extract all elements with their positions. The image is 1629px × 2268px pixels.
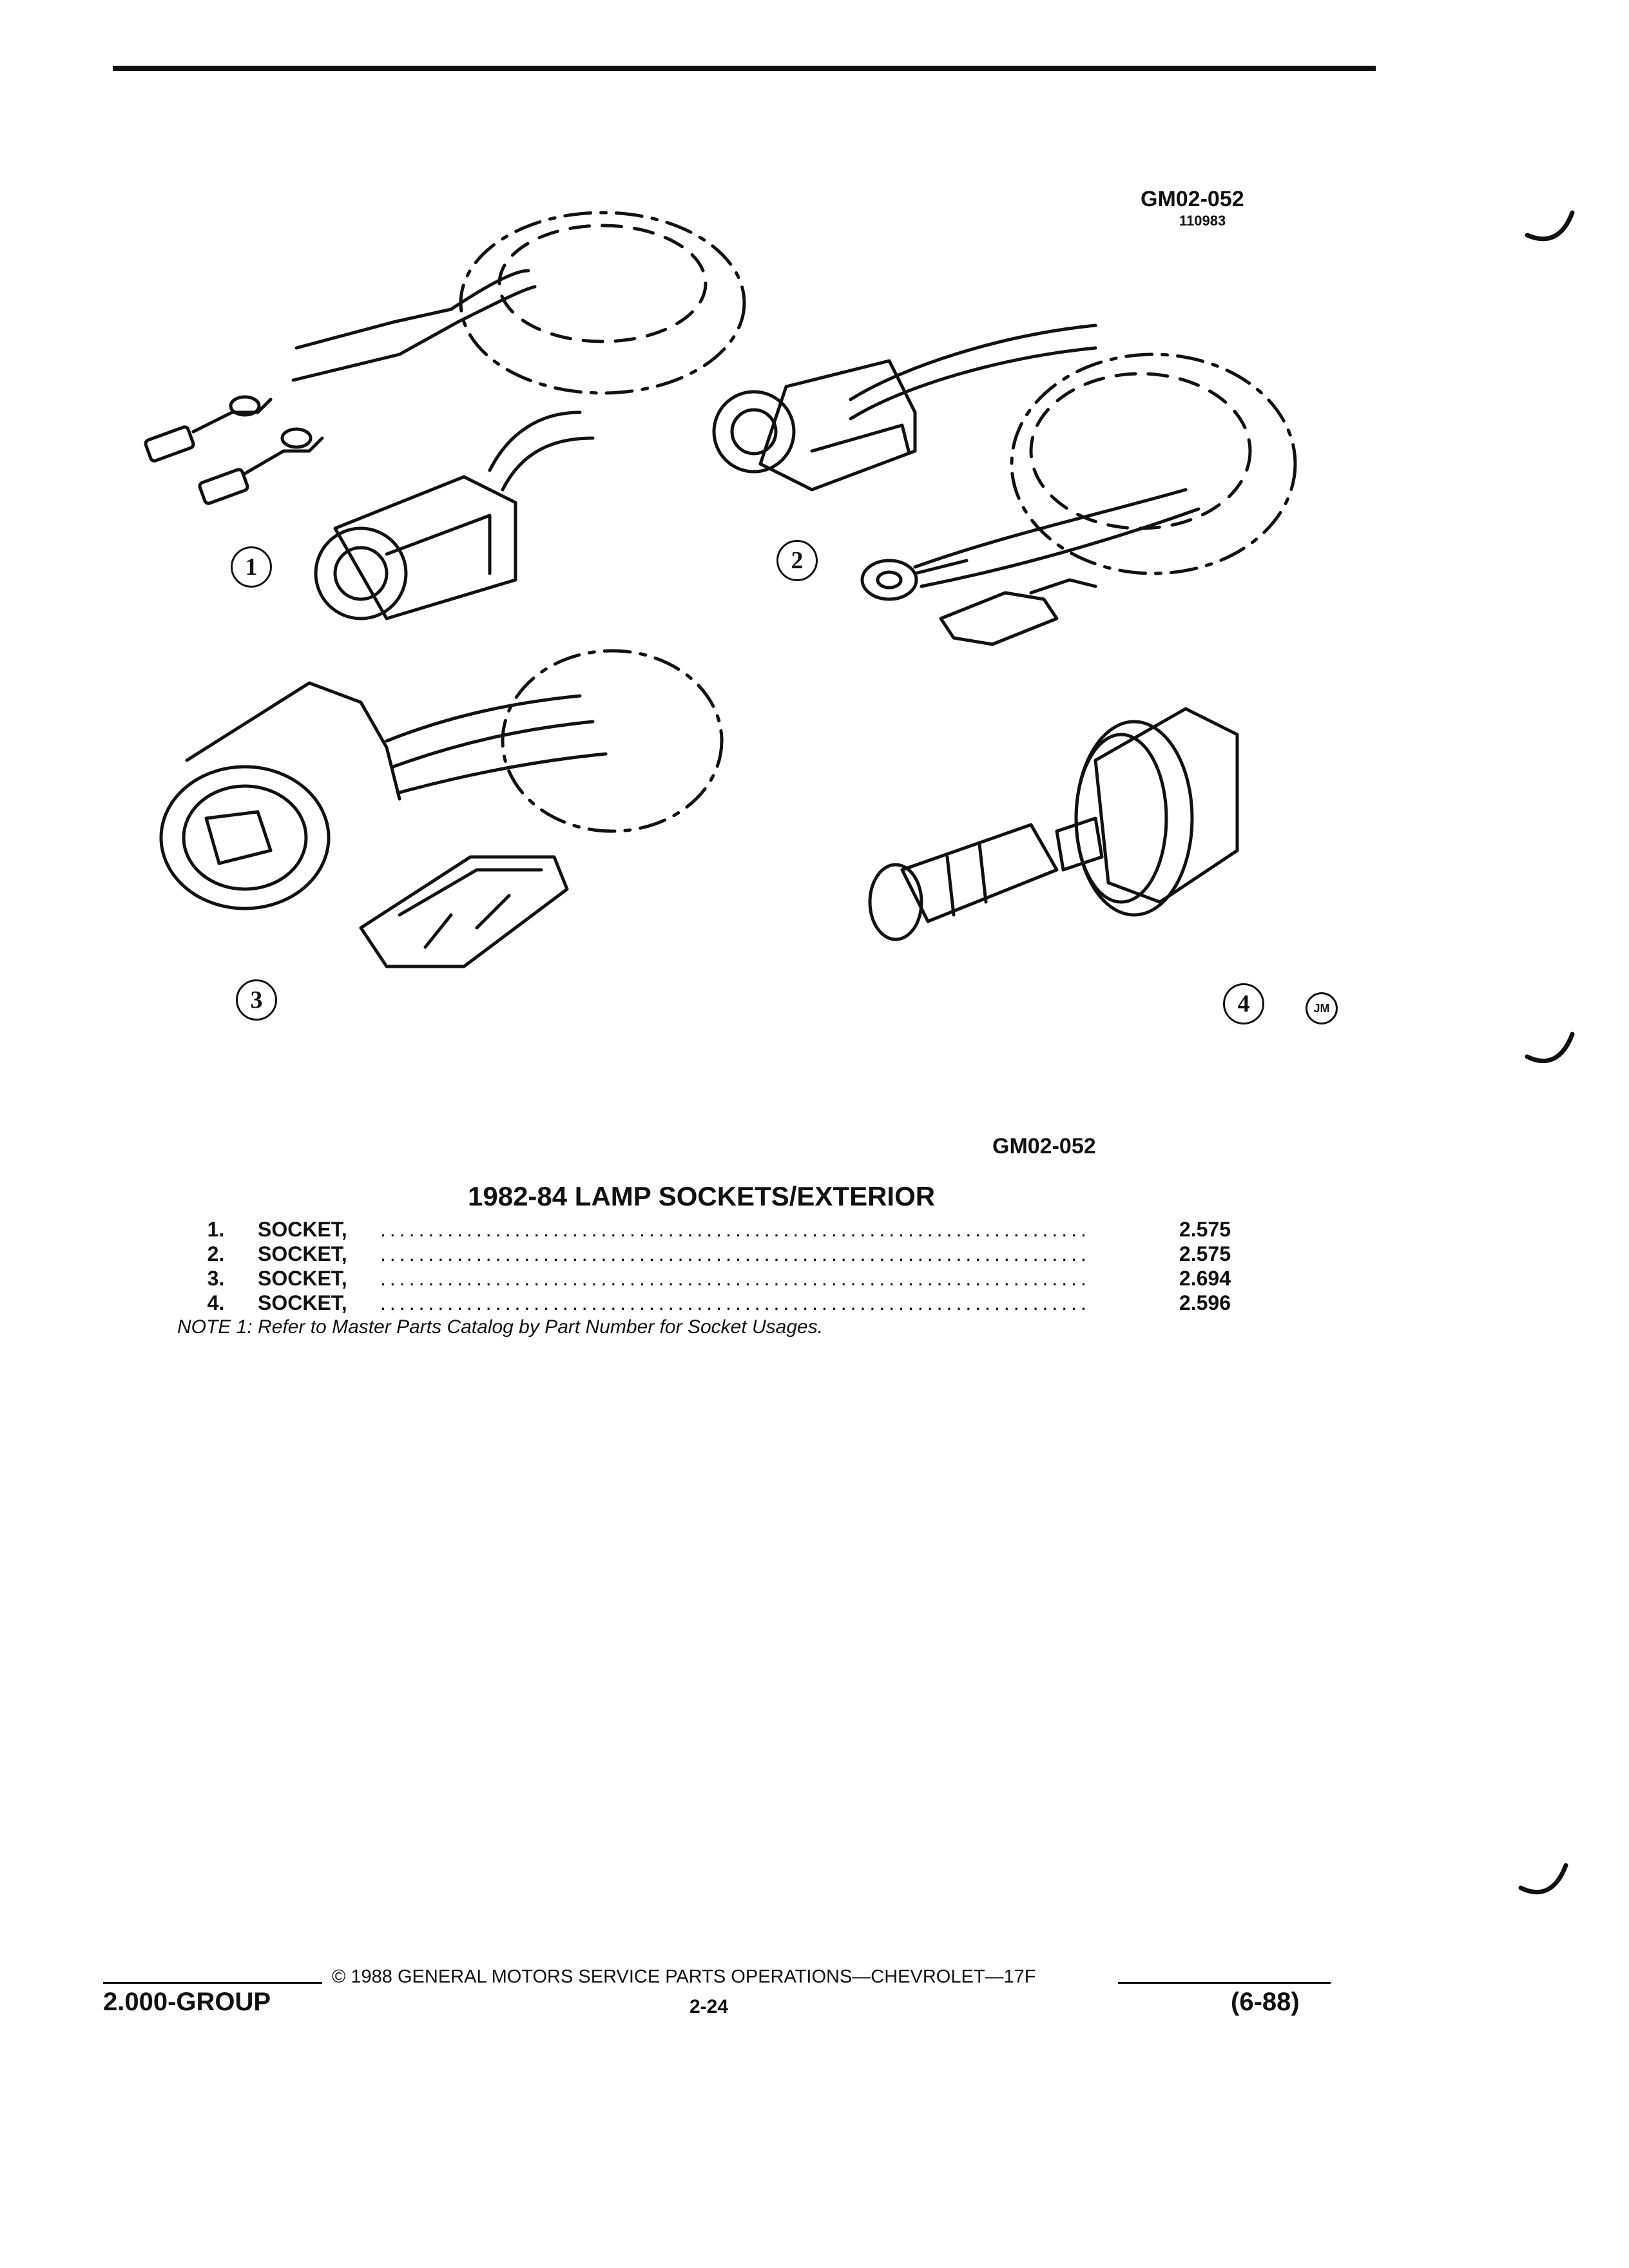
callout-3: 3 (236, 979, 277, 1021)
socket-1-drawing (144, 211, 746, 620)
part-code: 2.596 (1179, 1291, 1231, 1314)
callout-1: 1 (231, 546, 272, 588)
part-row: 1. SOCKET, 2.575 (174, 1218, 1231, 1242)
artist-mark: JM (1306, 992, 1338, 1024)
figure-sub-code: 110983 (1179, 213, 1226, 229)
dot-leader (380, 1218, 1089, 1242)
copyright-line: © 1988 GENERAL MOTORS SERVICE PARTS OPER… (332, 1966, 1036, 1987)
part-code: 2.575 (1179, 1242, 1231, 1265)
part-number: 3. (207, 1267, 225, 1290)
parts-list: 1. SOCKET, 2.575 2. SOCKET, 2.575 3. SOC… (174, 1218, 1231, 1316)
footer-rule-right (1118, 1982, 1331, 1984)
dot-leader (380, 1242, 1089, 1266)
footnote: NOTE 1: Refer to Master Parts Catalog by… (177, 1316, 824, 1338)
part-name: SOCKET, (258, 1218, 347, 1241)
group-label: 2.000-GROUP (103, 1988, 271, 2016)
socket-3-drawing (159, 649, 724, 968)
dot-leader (380, 1291, 1089, 1315)
part-row: 2. SOCKET, 2.575 (174, 1242, 1231, 1267)
part-number: 1. (207, 1218, 225, 1241)
part-row: 3. SOCKET, 2.694 (174, 1267, 1231, 1291)
edge-mark-bottom (1518, 1863, 1568, 1895)
part-code: 2.694 (1179, 1267, 1231, 1290)
page-number: 2-24 (689, 1996, 729, 2017)
figure-code-top: GM02-052 (1141, 187, 1244, 211)
callout-2: 2 (776, 540, 818, 581)
socket-2-drawing (712, 323, 1297, 646)
part-row: 4. SOCKET, 2.596 (174, 1291, 1231, 1316)
figure-code-bottom: GM02-052 (992, 1134, 1096, 1158)
lamp-sockets-illustration (144, 211, 1297, 968)
part-number: 2. (207, 1242, 225, 1265)
edition-date: (6-88) (1231, 1988, 1300, 2016)
part-name: SOCKET, (258, 1242, 347, 1265)
section-title: 1982-84 LAMP SOCKETS/EXTERIOR (468, 1181, 936, 1211)
dot-leader (380, 1267, 1089, 1291)
callout-4: 4 (1223, 983, 1264, 1024)
socket-4-drawing (868, 707, 1239, 941)
part-name: SOCKET, (258, 1267, 347, 1290)
top-rule (113, 66, 1376, 71)
footer-rule-left (103, 1982, 322, 1984)
part-number: 4. (207, 1291, 225, 1314)
part-code: 2.575 (1179, 1218, 1231, 1241)
part-name: SOCKET, (258, 1291, 347, 1314)
